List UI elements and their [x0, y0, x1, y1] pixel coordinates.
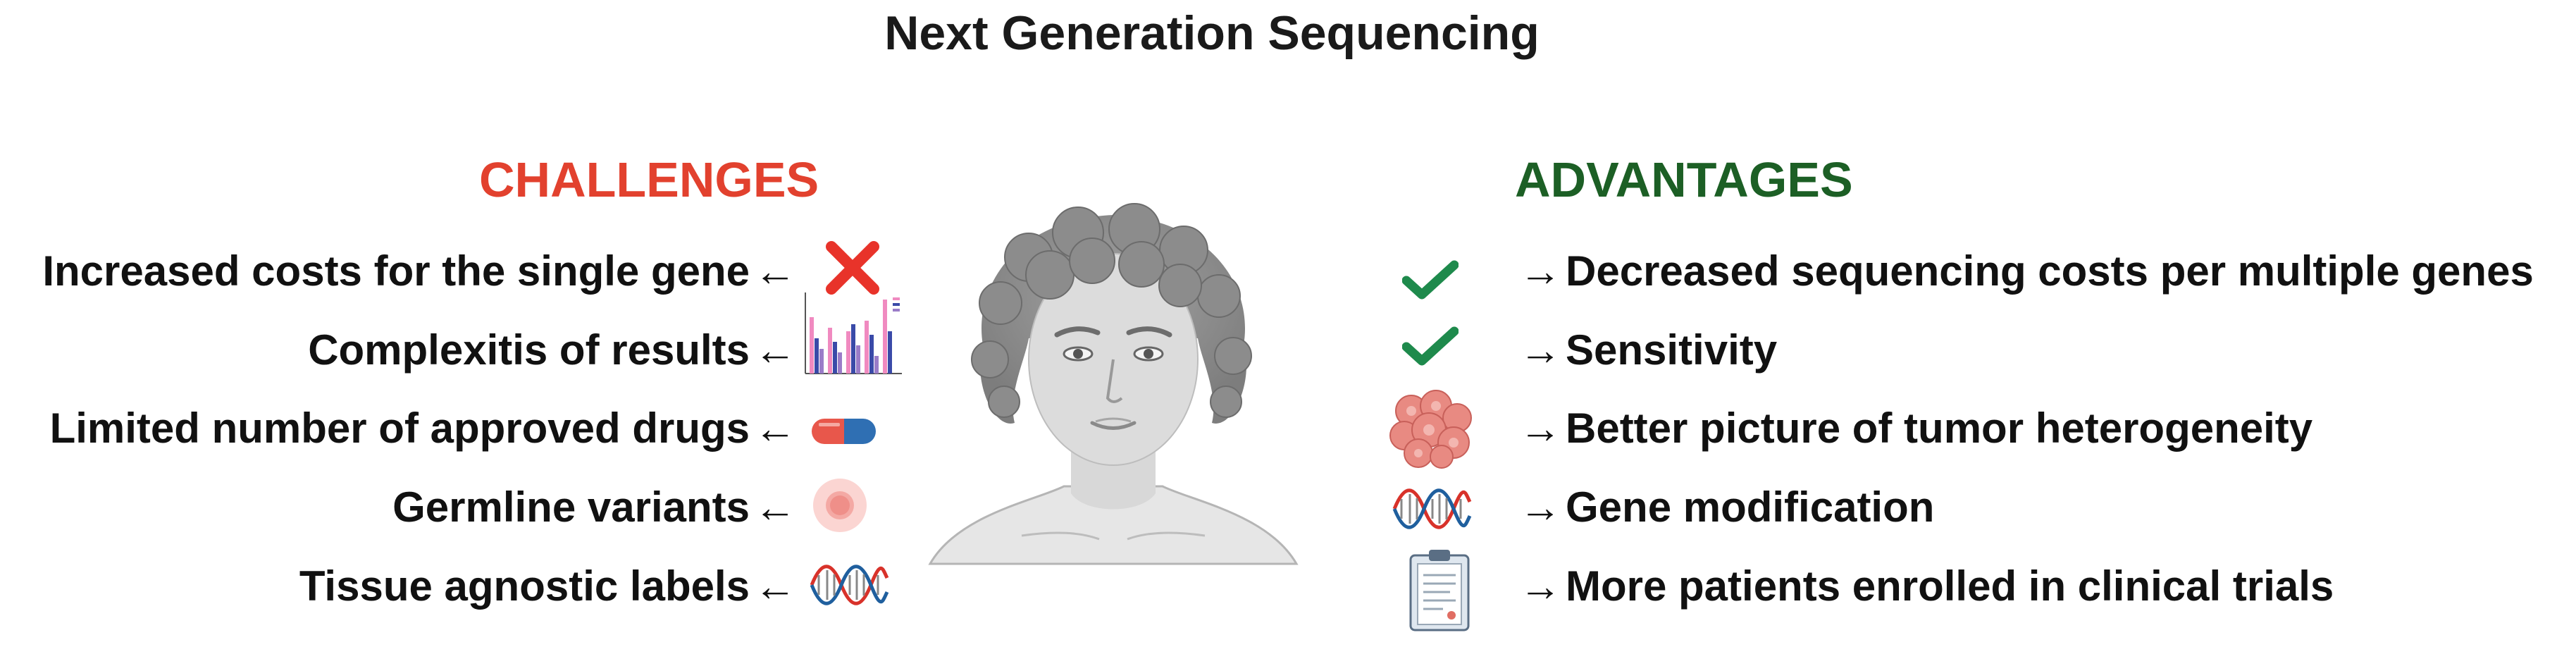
advantage-label: Decreased sequencing costs per multiple … — [1566, 247, 2534, 295]
dna-icon — [810, 565, 889, 605]
right-arrow: → — [1519, 247, 1561, 295]
challenge-label: Germline variants — [392, 483, 750, 531]
left-arrow: ← — [754, 562, 796, 610]
advantage-item: →More patients enrolled in clinical tria… — [1515, 558, 2334, 615]
advantage-item: →Better picture of tumor heterogeneity — [1515, 400, 2312, 457]
advantage-label: Better picture of tumor heterogeneity — [1566, 405, 2313, 452]
left-arrow: ← — [754, 247, 796, 295]
challenge-item: Increased costs for the single gene← — [42, 243, 800, 300]
cell-icon — [813, 479, 867, 532]
check-icon — [1402, 260, 1459, 300]
advantage-item: →Gene modification — [1515, 479, 1934, 536]
challenge-label: Increased costs for the single gene — [42, 247, 750, 295]
advantage-label: More patients enrolled in clinical trial… — [1566, 562, 2334, 610]
advantage-label: Sensitivity — [1566, 326, 1778, 374]
dna-icon — [1392, 488, 1472, 529]
challenge-label: Tissue agnostic labels — [299, 562, 750, 610]
challenge-item: Complexitis of results← — [308, 322, 800, 378]
challenge-label: Complexitis of results — [308, 326, 750, 374]
tumor-cells-icon — [1389, 390, 1472, 469]
left-arrow: ← — [754, 405, 796, 452]
woman-portrait-illustration — [928, 203, 1299, 565]
left-arrow: ← — [754, 326, 796, 374]
right-arrow: → — [1519, 326, 1561, 374]
advantage-item: →Decreased sequencing costs per multiple… — [1515, 243, 2534, 300]
page-title: Next Generation Sequencing — [884, 6, 1540, 60]
challenge-item: Tissue agnostic labels← — [299, 558, 800, 615]
right-arrow: → — [1519, 405, 1561, 452]
bar-chart-icon — [805, 292, 902, 374]
challenge-item: Limited number of approved drugs← — [50, 400, 800, 457]
check-icon — [1402, 326, 1459, 366]
capsule-icon — [812, 419, 876, 444]
left-arrow: ← — [754, 483, 796, 531]
advantages-heading: ADVANTAGES — [1515, 152, 1853, 207]
challenge-item: Germline variants← — [392, 479, 800, 536]
advantage-item: →Sensitivity — [1515, 322, 1777, 378]
right-arrow: → — [1519, 483, 1561, 531]
clipboard-icon — [1409, 550, 1470, 631]
right-arrow: → — [1519, 562, 1561, 610]
challenge-label: Limited number of approved drugs — [49, 405, 750, 452]
advantage-label: Gene modification — [1566, 483, 1935, 531]
challenges-heading: CHALLENGES — [479, 152, 819, 207]
x-mark-icon — [826, 241, 879, 295]
